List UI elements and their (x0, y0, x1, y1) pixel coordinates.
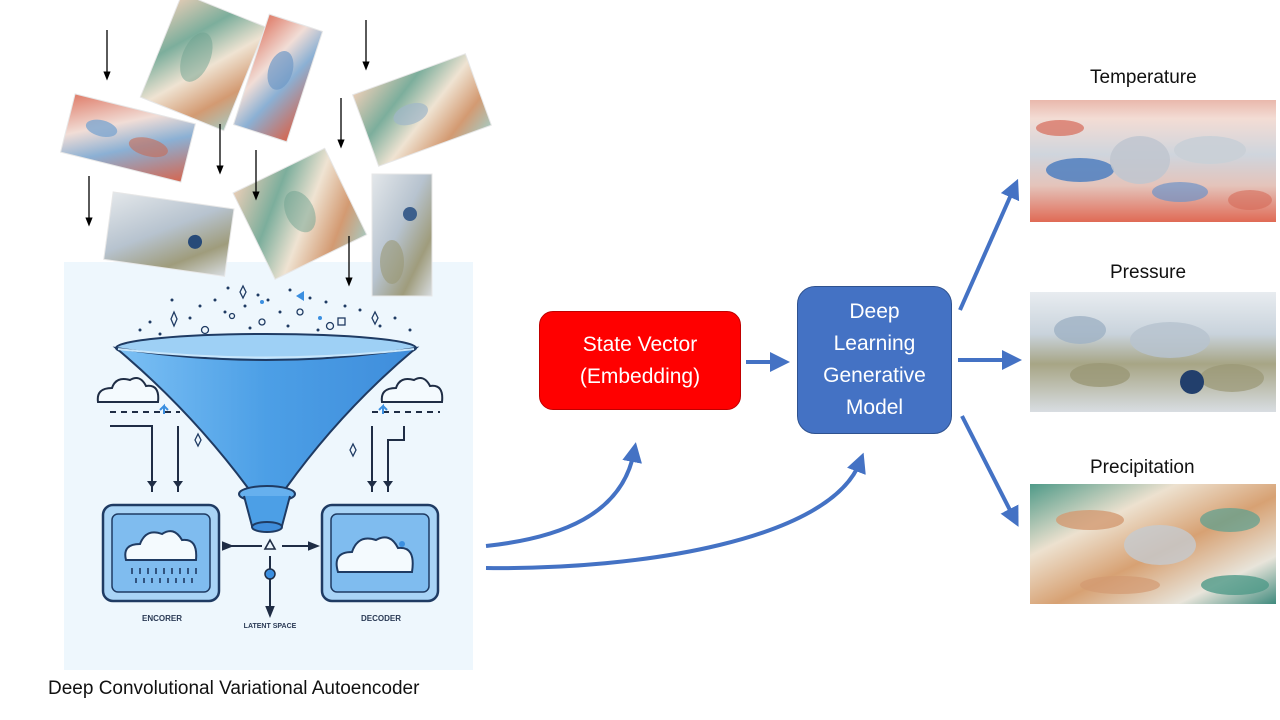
funnel-icon (112, 333, 420, 533)
state-vector-box: State Vector (Embedding) (539, 311, 741, 410)
vae-illustration: ENCORER LATENT SPACE DECODER (64, 262, 473, 670)
latent-space-connector (222, 538, 320, 618)
vae-caption: Deep Convolutional Variational Autoencod… (48, 678, 420, 699)
input-tile-temperature-2 (232, 13, 324, 143)
cloud-icon-encoder (124, 530, 198, 561)
output-map-pressure (1030, 292, 1276, 412)
state-vector-line-1: State Vector (582, 332, 698, 356)
falling-arrows (85, 20, 370, 287)
state-vector-line-2: (Embedding) (579, 364, 701, 388)
arrow-vae-to-model (485, 452, 866, 571)
cloud-icon-left (96, 377, 160, 403)
cloud-icon-decoder (335, 536, 414, 573)
input-tile-precipitation-1 (139, 0, 267, 132)
encoder-label: ENCORER (142, 614, 182, 623)
model-line-2: Learning (833, 332, 916, 355)
generative-model-box: Deep Learning Generative Model (797, 286, 952, 434)
precipitation-label: Precipitation (1090, 457, 1195, 478)
encoder-block (101, 503, 221, 603)
arrow-vae-to-state (485, 442, 642, 548)
latent-space-label: LATENT SPACE (244, 623, 297, 630)
output-map-temperature (1030, 100, 1276, 222)
flow-arrows (485, 178, 1022, 571)
input-tile-temperature-1 (59, 93, 197, 183)
rain-icon (131, 568, 197, 583)
input-tile-pressure-2 (371, 173, 433, 297)
arrow-model-to-precipitation (960, 415, 1019, 527)
temperature-label: Temperature (1090, 67, 1197, 88)
model-line-3: Generative (823, 364, 926, 387)
model-line-4: Model (845, 396, 904, 419)
decoder-block (320, 503, 440, 603)
decoder-label: DECODER (361, 614, 401, 623)
small-arrow-icon (296, 291, 304, 301)
input-tile-precipitation-3 (232, 147, 368, 280)
input-climate-tiles (59, 0, 493, 297)
data-dots (138, 286, 412, 336)
output-map-precipitation (1030, 484, 1276, 604)
pressure-label: Pressure (1110, 262, 1187, 283)
model-line-1: Deep (849, 300, 900, 323)
arrow-model-to-temperature (958, 178, 1020, 311)
input-tile-precipitation-2 (351, 53, 493, 167)
input-tile-pressure-1 (103, 191, 235, 277)
cloud-icon-right (380, 377, 444, 403)
